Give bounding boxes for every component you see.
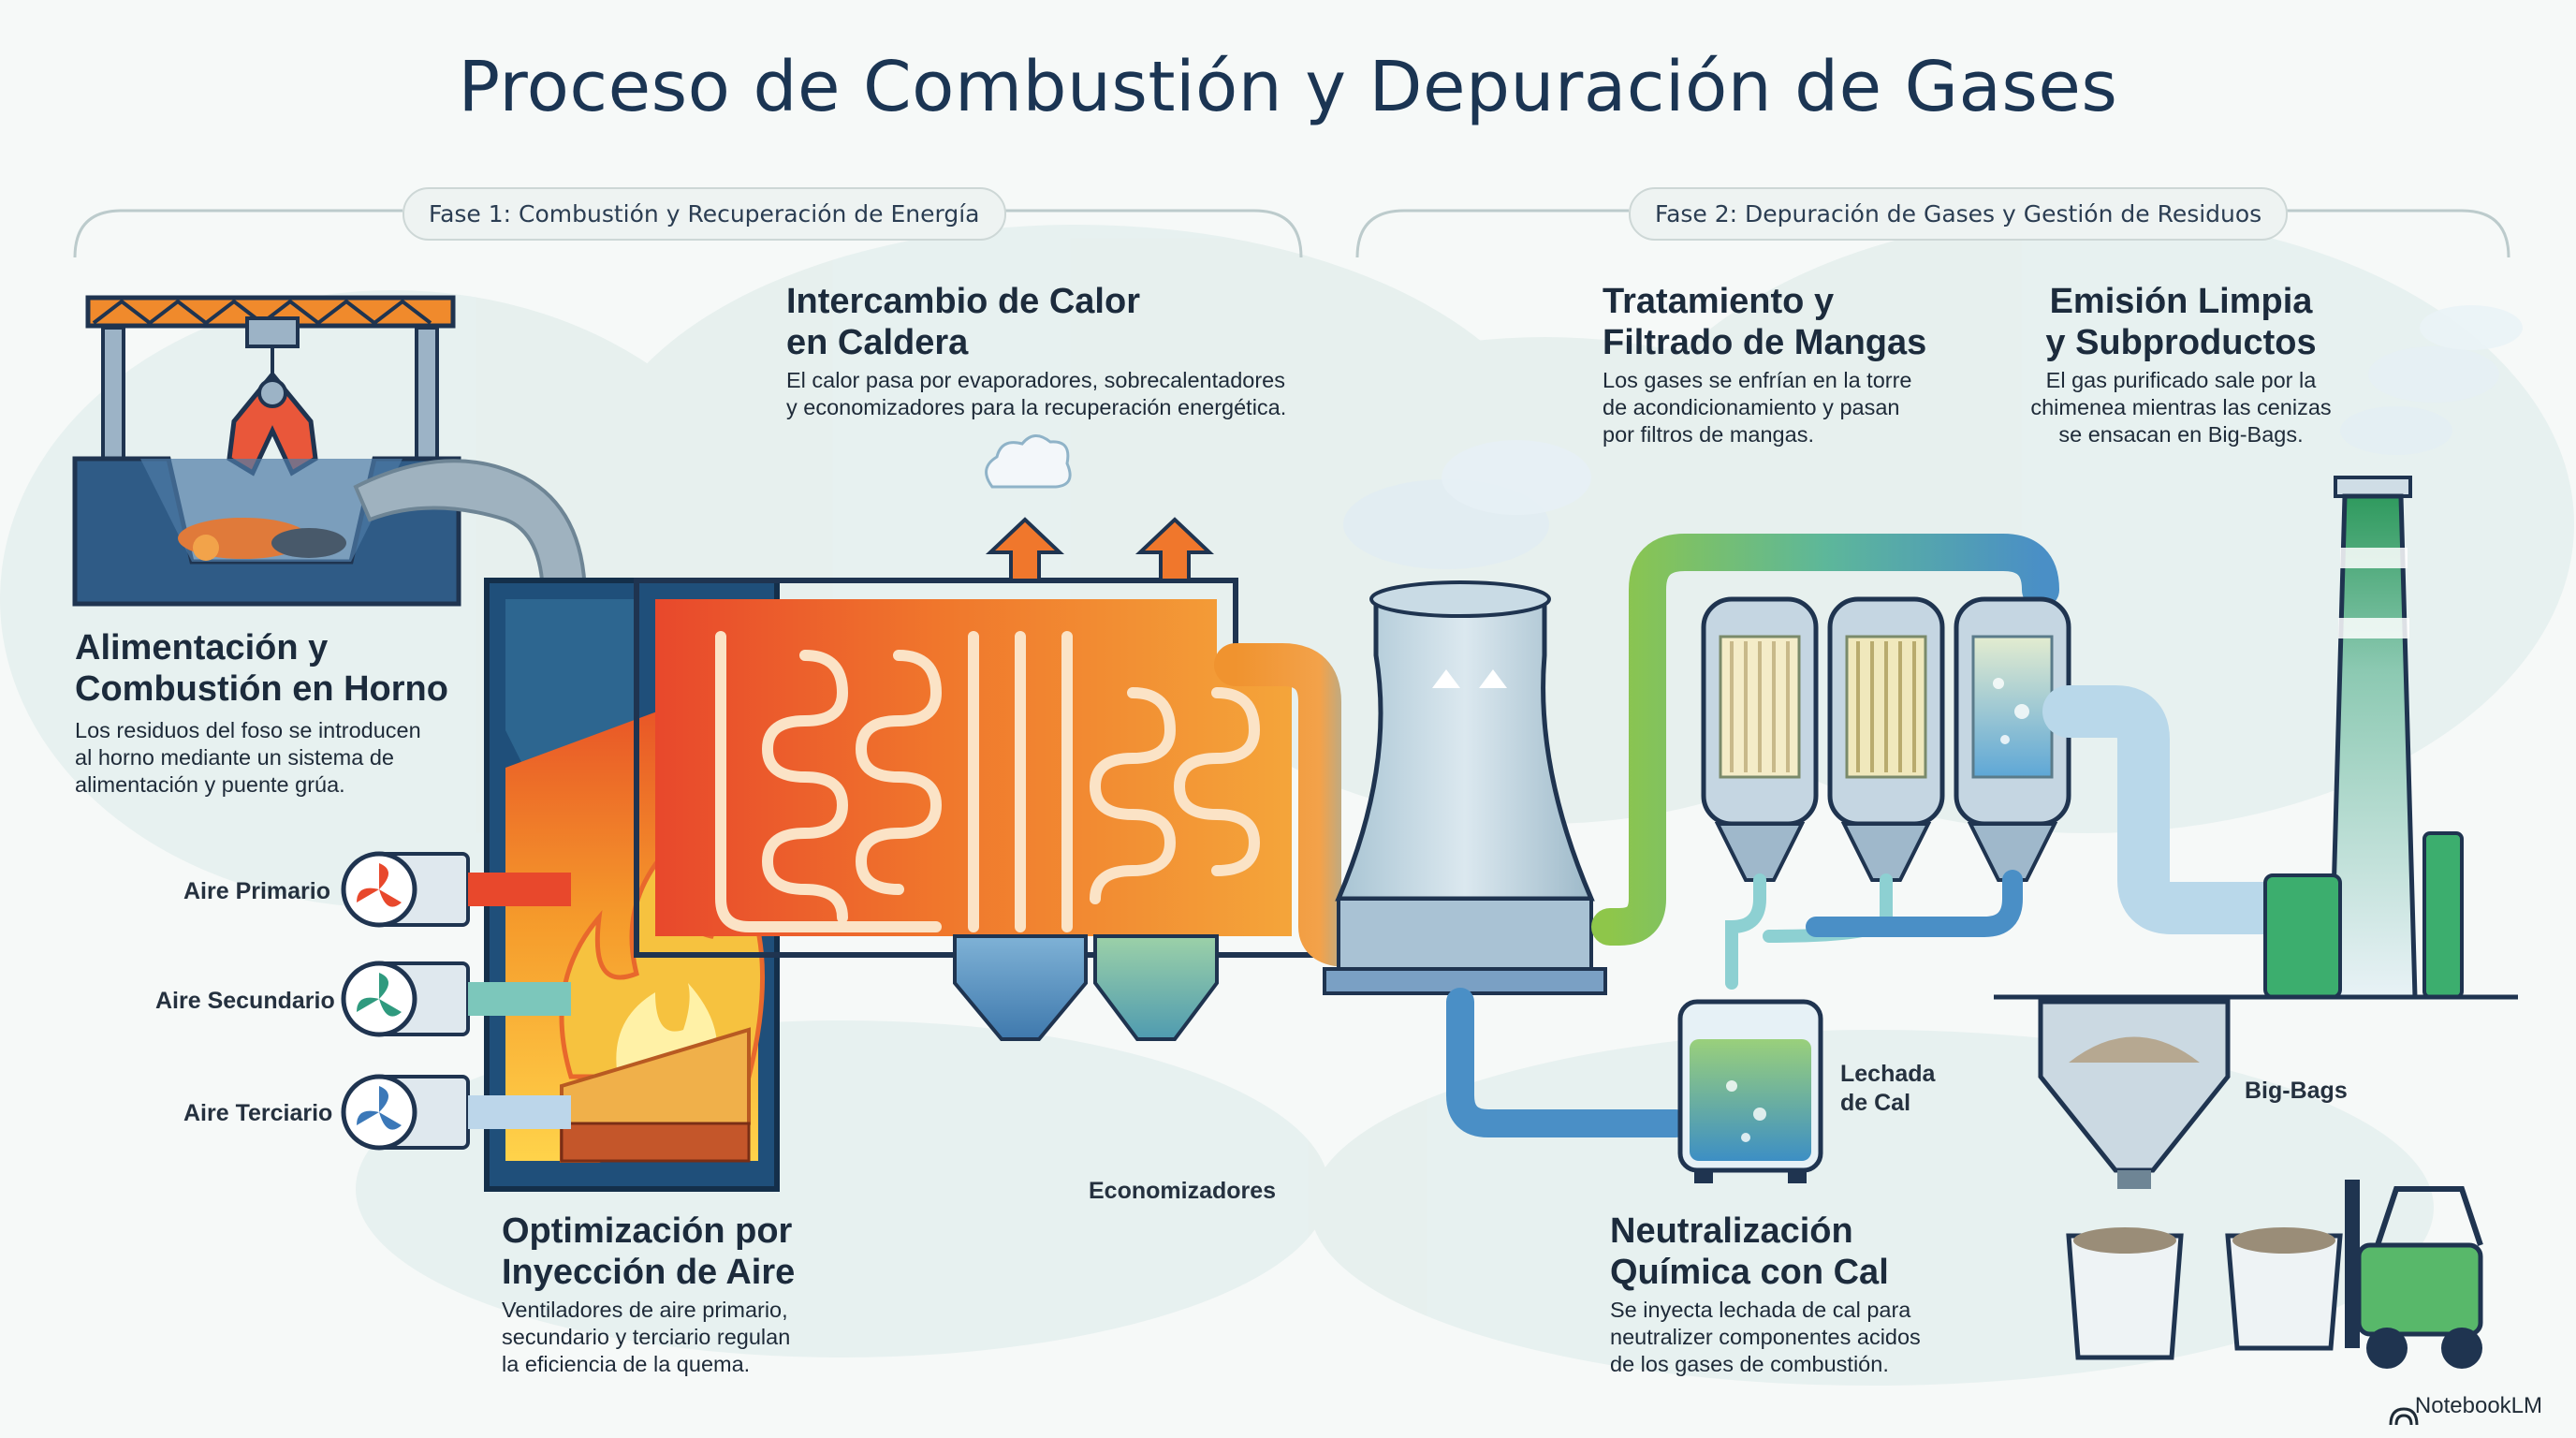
furnace-description: Los residuos del foso se introducen al h… [75, 718, 421, 797]
page-title: Proceso de Combustión y Depuración de Ga… [458, 47, 2118, 127]
brand-name: NotebookLM [2414, 1393, 2542, 1418]
air-injection-heading: Optimización por Inyección de Aire [502, 1211, 796, 1292]
lime-heading: Neutralización Química con Cal [1610, 1211, 1889, 1292]
lime-milk-label: Lechada de Cal [1840, 1061, 1936, 1116]
lime-description: Se inyecta lechada de cal para neutraliz… [1610, 1298, 1921, 1376]
big-bag-icon [2066, 1227, 2343, 1360]
brand-watermark: NotebookLM [2415, 1393, 2542, 1419]
grapple-icon [227, 371, 318, 477]
steam-outlet-arrows [985, 517, 1215, 582]
recirculation-pipe [1446, 988, 1690, 1137]
fan-icon [341, 851, 571, 1151]
furnace-heading: Alimentación y Combustión en Horno [75, 628, 448, 709]
boiler-description: El calor pasa por evaporadores, sobrecal… [786, 368, 1287, 419]
lime-tank-icon [1677, 999, 1823, 1183]
phase-2-label: Fase 2: Depuración de Gases y Gestión de… [1629, 187, 2289, 241]
crane-icon [85, 295, 456, 461]
big-bags-label: Big-Bags [2245, 1078, 2348, 1104]
emission-heading: Emisión Limpia y Subproductos [2045, 282, 2317, 362]
boiler [634, 517, 1313, 1041]
forklift-icon [2345, 1180, 2483, 1369]
boiler-heading: Intercambio de Calor en Caldera [786, 282, 1140, 362]
filter-description: Los gases se enfrían en la torre de acon… [1603, 368, 1912, 447]
filter-outlet-pipes [1725, 685, 2291, 990]
chimney-icon [2263, 305, 2523, 1000]
bag-filter-icon [1701, 596, 2071, 882]
boiler-outlet-pipe [1214, 643, 1398, 967]
economizers-label: Economizadores [1089, 1178, 1277, 1204]
secondary-air-label: Aire Secundario [155, 988, 335, 1014]
gas-pipe [1591, 534, 2059, 946]
notebooklm-logo-icon [2389, 1407, 2419, 1426]
waste-pit [72, 456, 461, 607]
steam-icon [985, 434, 1072, 489]
tertiary-air-label: Aire Terciario [183, 1100, 333, 1126]
phase-1-label: Fase 1: Combustión y Recuperación de Ene… [402, 187, 1006, 241]
air-injection-description: Ventiladores de aire primario, secundari… [502, 1298, 791, 1376]
hopper-icon [2038, 999, 2231, 1189]
emission-description: El gas purificado sale por la chimenea m… [2030, 368, 2332, 447]
filter-heading: Tratamiento y Filtrado de Mangas [1603, 282, 1927, 362]
cooling-tower-icon [1323, 440, 1607, 995]
primary-air-label: Aire Primario [183, 878, 331, 904]
phase-brackets [73, 209, 2510, 258]
